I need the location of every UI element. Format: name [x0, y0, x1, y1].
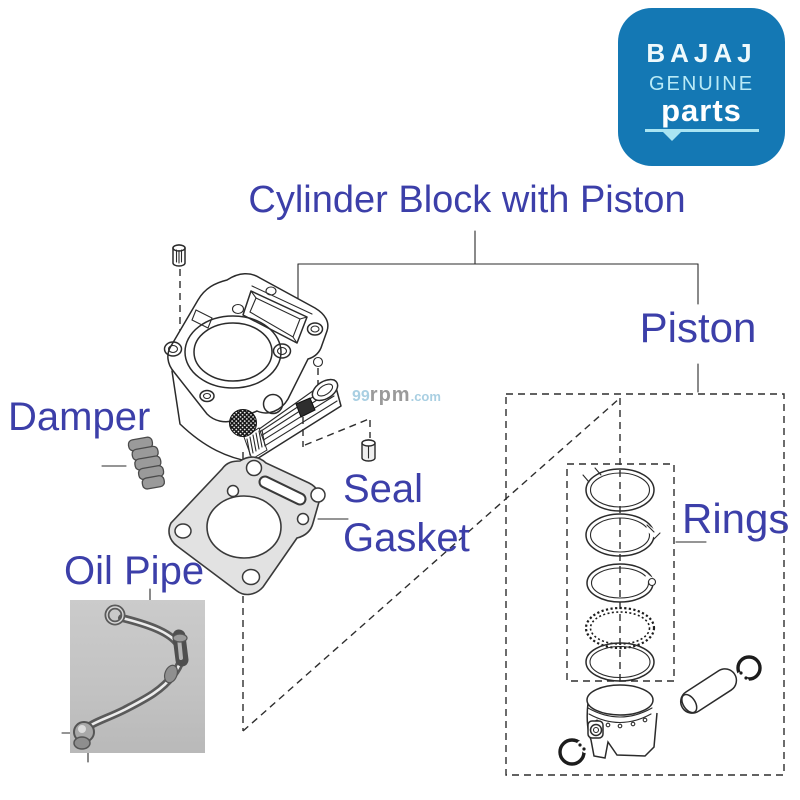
dowel-pin-mid — [361, 439, 376, 462]
bajaj-genuine-parts-logo: BAJAJ GENUINE parts — [618, 8, 785, 166]
watermark-com: .com — [410, 389, 441, 404]
circlip-bottom — [558, 738, 588, 766]
oil-pipe-drawing — [73, 604, 189, 750]
label-piston: Piston — [639, 304, 757, 351]
label-oil-pipe: Oil Pipe — [64, 549, 205, 593]
label-gasket: Gasket — [343, 516, 470, 560]
label-seal: Seal — [343, 467, 424, 511]
logo-genuine-text: GENUINE — [648, 73, 755, 95]
dowel-pin-top — [172, 244, 186, 267]
fin-hatch — [243, 427, 268, 460]
logo-parts-text: parts — [661, 93, 742, 128]
logo-brand-text: BAJAJ — [646, 38, 757, 68]
logo-underline — [644, 129, 759, 141]
seal-gasket-drawing — [168, 456, 326, 596]
piston-drawing — [586, 684, 658, 759]
gudgeon-pin-drawing — [679, 668, 738, 714]
diagram-title: Cylinder Block with Piston — [248, 179, 686, 221]
oil-pipe-photo — [70, 600, 205, 753]
piston-group-box — [505, 393, 785, 776]
piston-rings-drawing — [582, 467, 661, 682]
label-rings: Rings — [682, 495, 790, 542]
logo-arrow-icon — [662, 132, 681, 141]
knurled-plug — [229, 409, 257, 437]
block-side-port — [295, 356, 339, 418]
circlip-top — [736, 655, 762, 684]
watermark-99: 99 — [352, 388, 370, 405]
damper-part-drawing — [127, 436, 166, 490]
watermark-rpm: rpm — [369, 384, 411, 406]
block-bolt-holes — [163, 286, 324, 415]
cylinder-block-drawing — [163, 273, 342, 463]
label-damper: Damper — [8, 395, 151, 439]
title-bracket-lines — [297, 230, 699, 393]
